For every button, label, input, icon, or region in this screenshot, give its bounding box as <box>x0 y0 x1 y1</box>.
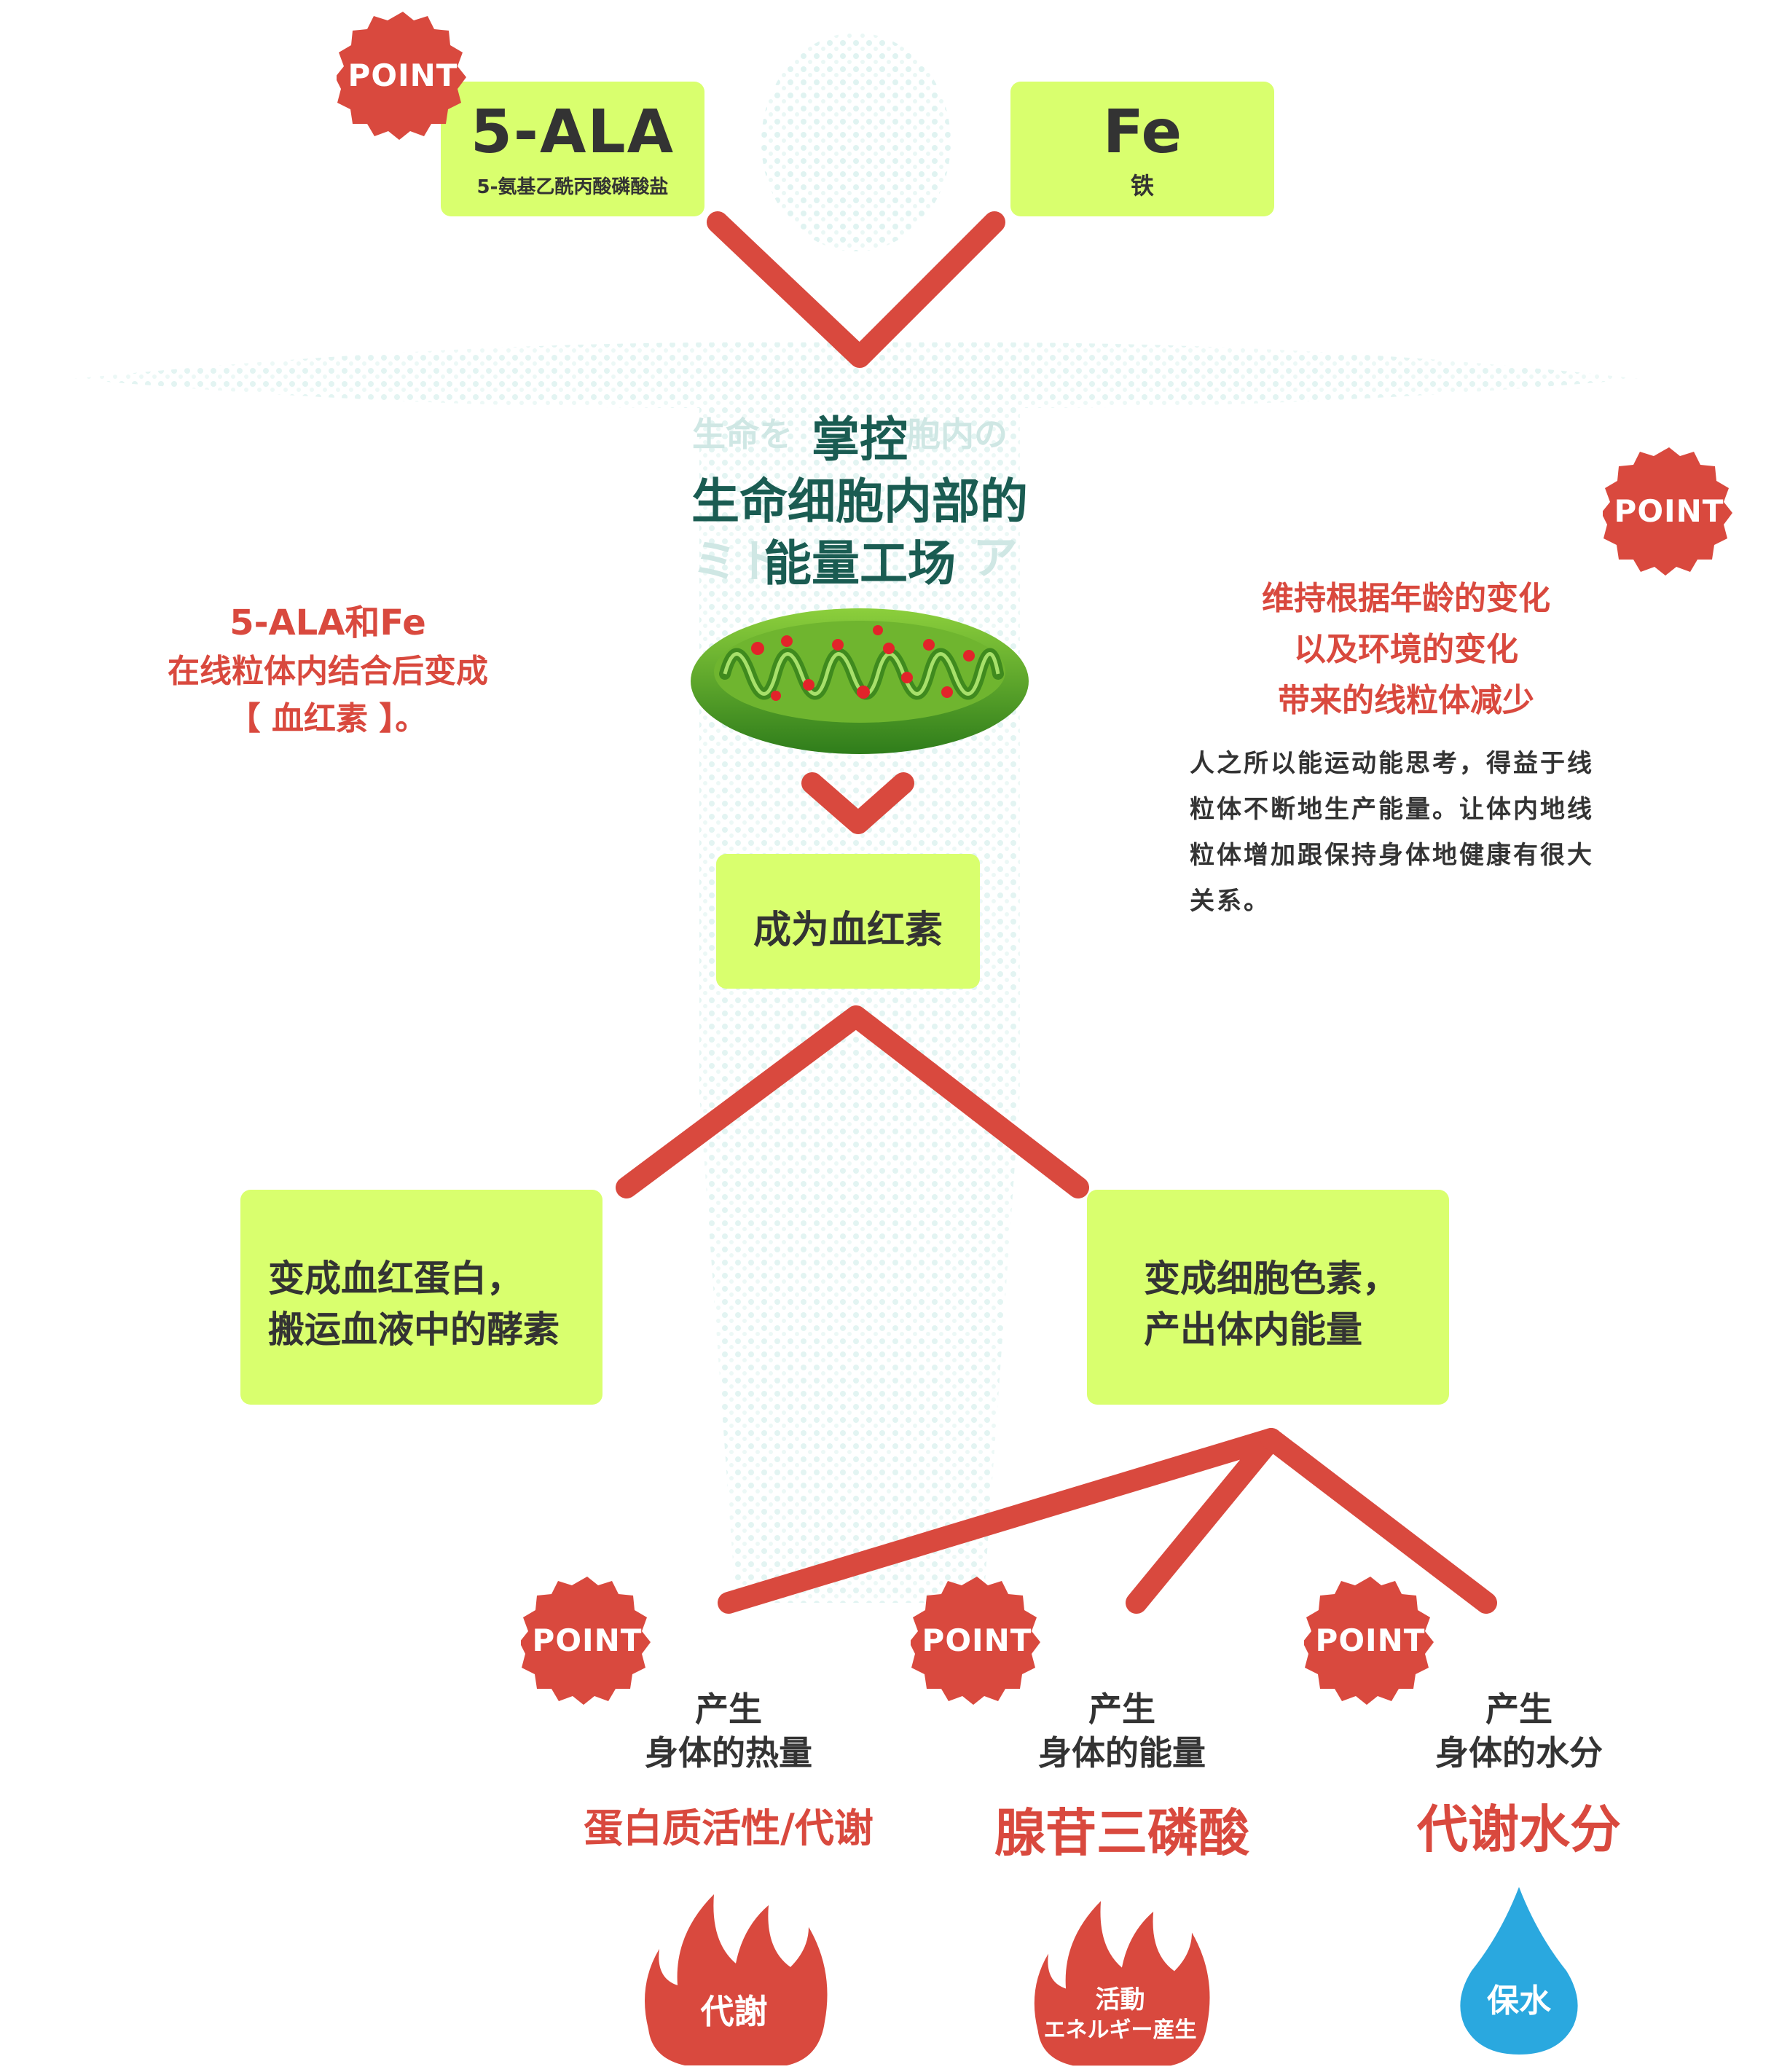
heme-label: 成为血红素 <box>753 909 943 952</box>
right-note-title-1: 维持根据年龄的变化 <box>1262 580 1550 617</box>
point-badge-water: POINT <box>1304 1574 1437 1706</box>
hemoglobin-line-2: 搬运血液中的酵素 <box>268 1308 560 1351</box>
heading-line-2: 生命细胞内部的 <box>691 474 1028 530</box>
point-badge-mitochondria-decline: POINT <box>1603 444 1735 577</box>
point-badge-heat: POINT <box>521 1574 653 1706</box>
fe-title: Fe <box>1102 98 1182 167</box>
ghost-text-top-right: 胞内の <box>907 415 1008 454</box>
ala-subtitle: 5-氨基乙酰丙酸磷酸盐 <box>476 176 669 198</box>
left-note-line-3: 【 血红素 】。 <box>228 700 428 737</box>
flame-label-metabolism: 代謝 <box>700 1992 768 2031</box>
point-badge-energy: POINT <box>911 1574 1043 1706</box>
ghost-text-bottom-left: ミト <box>692 535 783 588</box>
right-note-body-1: 人之所以能运动能思考，得益于线 <box>1190 749 1594 778</box>
mitochondria-icon <box>691 608 1029 754</box>
outcome-water-line-1: 产生 <box>1485 1690 1552 1729</box>
cytochrome-line-1: 变成细胞色素， <box>1144 1257 1399 1300</box>
outcome-energy-line-1: 产生 <box>1088 1690 1155 1729</box>
outcome-energy-line-2: 身体的能量 <box>1038 1733 1206 1773</box>
cytochrome-box: 变成细胞色素， 产出体内能量 <box>1087 1190 1449 1405</box>
ala-title: 5-ALA <box>470 98 675 167</box>
right-note-body-2: 粒体不断地生产能量。让体内地线 <box>1190 795 1594 824</box>
ala-input-box: 5-ALA 5-氨基乙酰丙酸磷酸盐 <box>441 82 704 216</box>
point-badge-ala: POINT <box>337 9 469 141</box>
cytochrome-line-2: 产出体内能量 <box>1144 1308 1362 1351</box>
outcome-water-line-2: 身体的水分 <box>1435 1733 1603 1773</box>
right-note-title-2: 以及环境的变化 <box>1294 631 1518 668</box>
water-drop-icon: 保水 <box>1457 1883 1581 2058</box>
outcome-heat-highlight: 蛋白质活性/代谢 <box>584 1805 874 1851</box>
heading-line-3: 能量工场 <box>764 535 956 592</box>
ghost-text-bottom-right: ア <box>973 531 1018 584</box>
hemoglobin-box: 变成血红蛋白， 搬运血液中的酵素 <box>240 1190 602 1405</box>
badge-shape <box>337 12 466 140</box>
left-note-line-2: 在线粒体内结合后变成 <box>168 653 488 690</box>
fe-subtitle: 铁 <box>1130 172 1154 200</box>
right-note-title-3: 带来的线粒体减少 <box>1278 682 1534 719</box>
flame-label-activity: 活動 <box>1095 1985 1145 2014</box>
hemoglobin-line-1: 变成血红蛋白， <box>268 1257 523 1300</box>
flame-icon: 活動 エネルギー産生 <box>1020 1891 1220 2069</box>
heme-box: 成为血红素 <box>716 854 980 989</box>
fe-input-box: Fe 铁 <box>1010 82 1274 216</box>
outcome-heat-line-2: 身体的热量 <box>645 1733 812 1773</box>
drop-label-hydration: 保水 <box>1487 1982 1551 2020</box>
outcome-water-highlight: 代谢水分 <box>1417 1800 1621 1859</box>
ghost-text-top: 生命を <box>692 415 793 454</box>
right-note-body-3: 粒体增加跟保持身体地健康有很大 <box>1190 841 1594 870</box>
left-note-line-1: 5-ALA和Fe <box>229 603 426 643</box>
flame-label-energy-production: エネルギー産生 <box>1043 2017 1197 2043</box>
heading-line-1: 掌控 <box>812 412 908 468</box>
outcome-energy-highlight: 腺苷三磷酸 <box>994 1803 1249 1863</box>
right-note-body-4: 关系。 <box>1190 887 1271 916</box>
flame-icon: 代謝 <box>634 1883 834 2069</box>
outcome-heat-line-1: 产生 <box>695 1690 762 1729</box>
